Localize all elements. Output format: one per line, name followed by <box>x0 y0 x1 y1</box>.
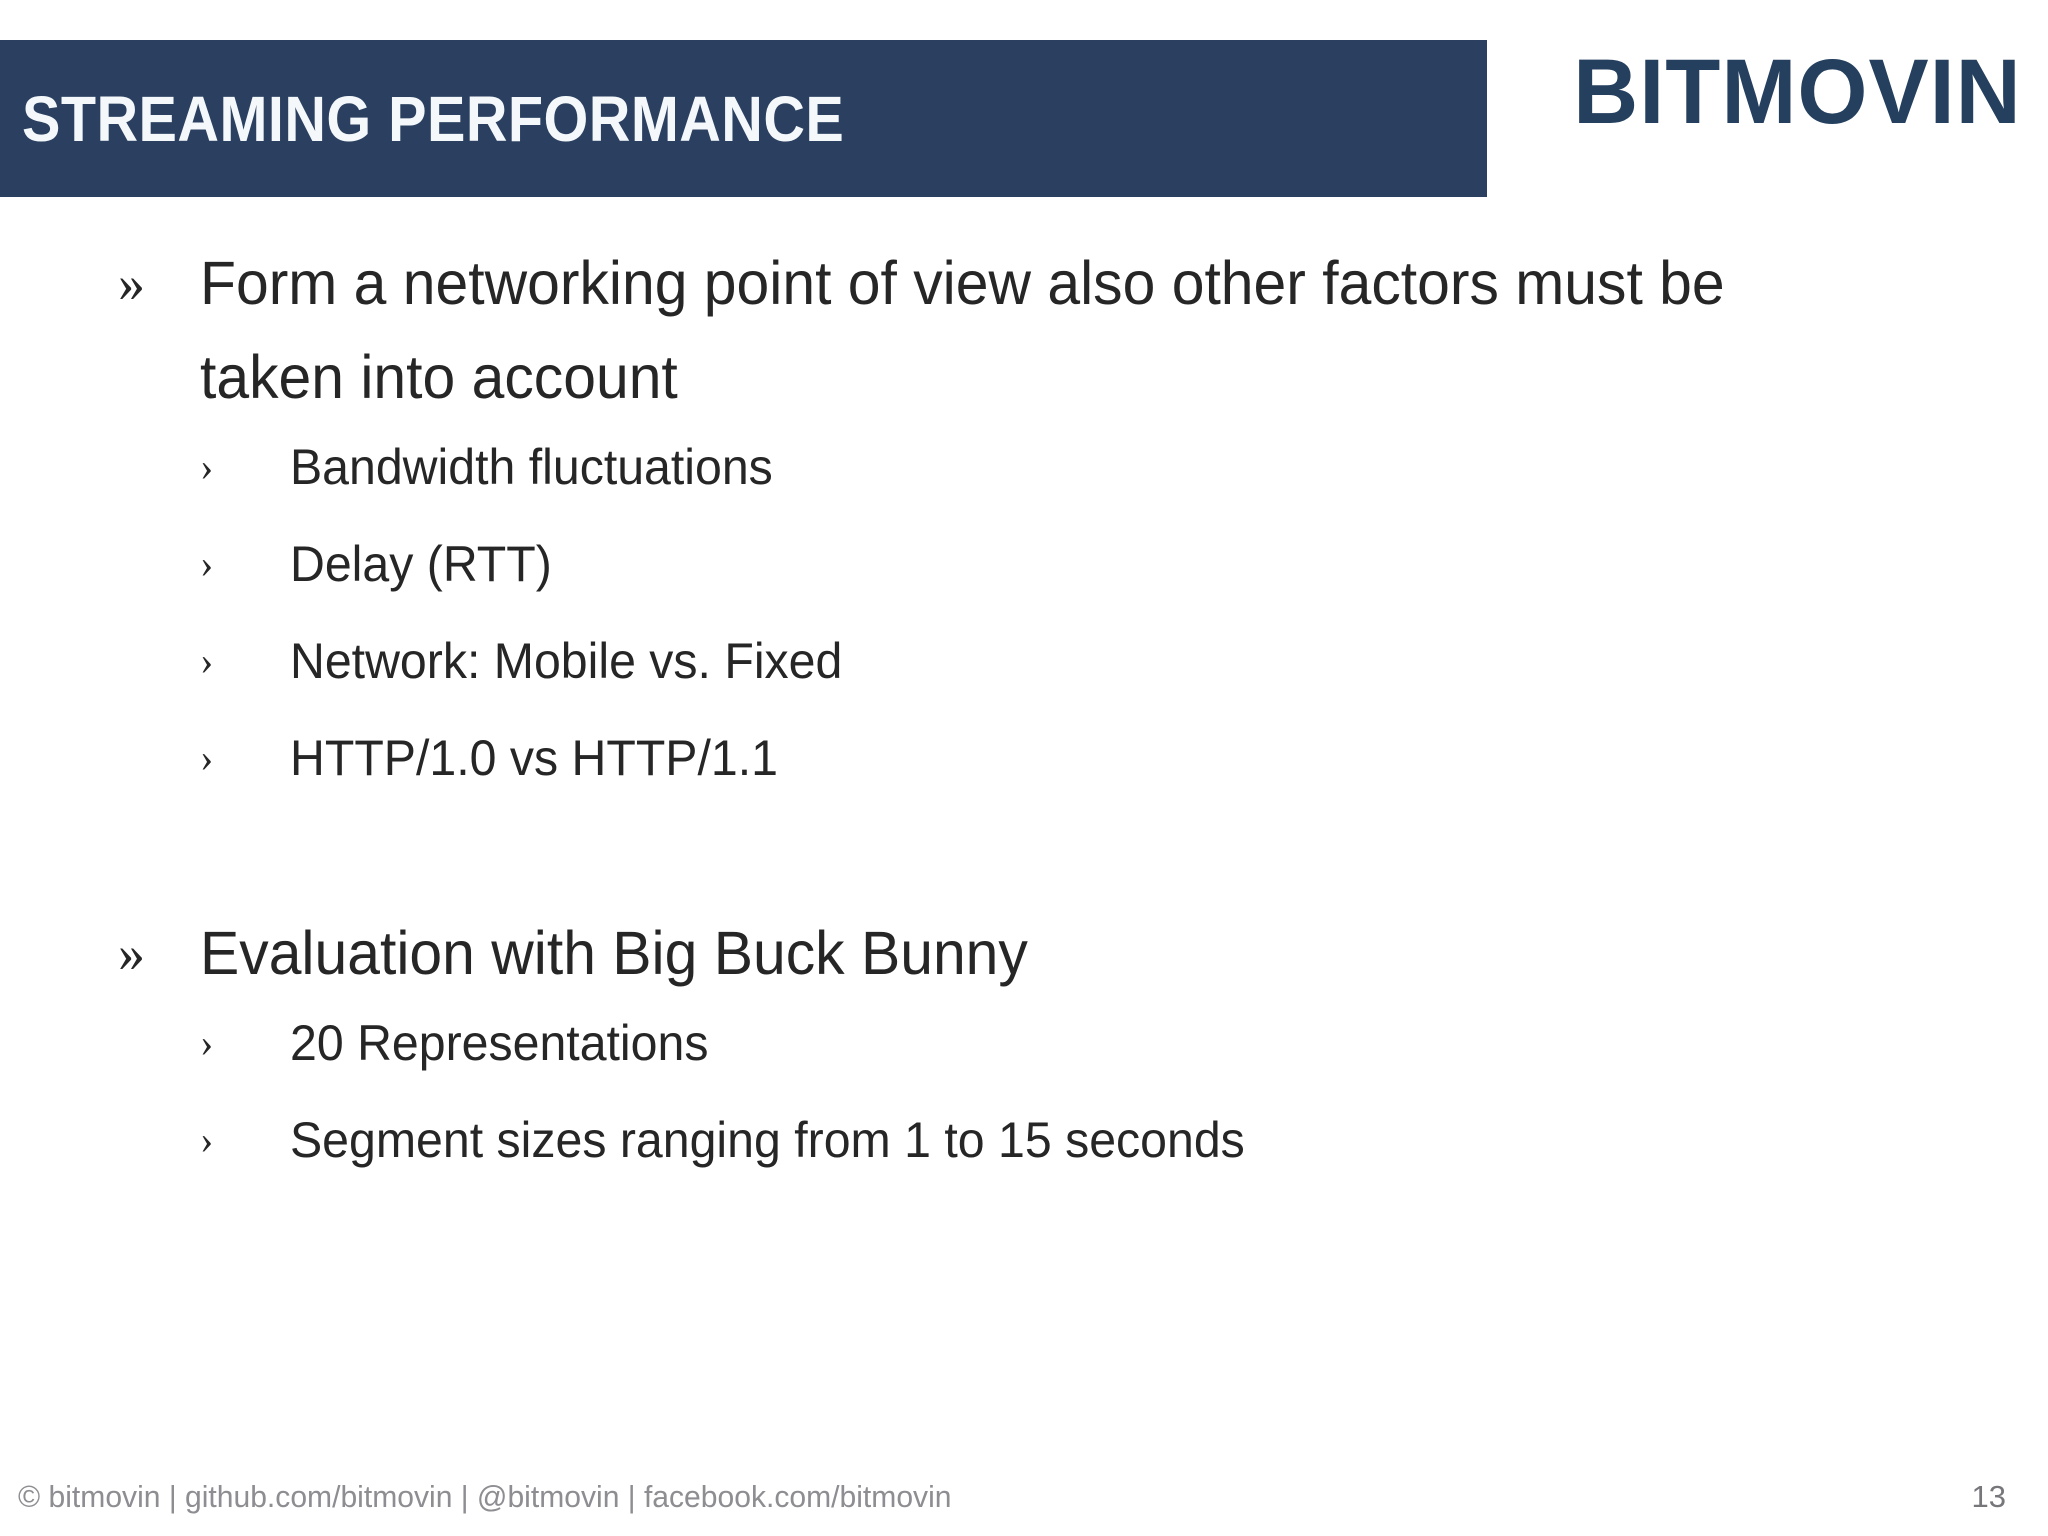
slide-footer: © bitmovin | github.com/bitmovin | @bitm… <box>0 1440 2048 1536</box>
guillemet-marker-icon: » <box>118 923 145 983</box>
bullet-level2-text: Bandwidth fluctuations <box>290 439 773 495</box>
chevron-right-icon: › <box>200 1020 214 1065</box>
footer-credits: © bitmovin | github.com/bitmovin | @bitm… <box>18 1479 952 1514</box>
chevron-right-icon: › <box>200 735 214 780</box>
bullet-level2: › Bandwidth fluctuations <box>118 430 2048 504</box>
bitmovin-logo: BITMOVIN <box>1573 41 2022 143</box>
chevron-right-icon: › <box>200 638 214 683</box>
bullet-level1-text: Evaluation with Big Buck Bunny <box>200 919 1028 987</box>
bullet-group-2: » Evaluation with Big Buck Bunny › 20 Re… <box>0 906 2048 1177</box>
sub-bullet-list-1: › Bandwidth fluctuations › Delay (RTT) ›… <box>118 430 2048 795</box>
bullet-level2-text: Segment sizes ranging from 1 to 15 secon… <box>290 1112 1245 1168</box>
guillemet-marker-icon: » <box>118 253 145 313</box>
bullet-level2-text: HTTP/1.0 vs HTTP/1.1 <box>290 730 778 786</box>
chevron-right-icon: › <box>200 1117 214 1162</box>
chevron-right-icon: › <box>200 444 214 489</box>
slide-header-bar: STREAMING PERFORMANCE <box>0 40 1487 197</box>
slide-title: STREAMING PERFORMANCE <box>22 82 845 155</box>
bullet-level1: » Evaluation with Big Buck Bunny <box>118 906 2048 1000</box>
slide-page-number: 13 <box>1971 1479 2006 1514</box>
sub-bullet-list-2: › 20 Representations › Segment sizes ran… <box>118 1006 2048 1177</box>
bullet-level2: › 20 Representations <box>118 1006 2048 1080</box>
bullet-level2-text: 20 Representations <box>290 1015 709 1071</box>
bullet-level2-text: Delay (RTT) <box>290 536 552 592</box>
bullet-group-1: » Form a networking point of view also o… <box>0 236 2048 795</box>
slide-content: » Form a networking point of view also o… <box>0 236 2048 1386</box>
chevron-right-icon: › <box>200 541 214 586</box>
bullet-level2: › Delay (RTT) <box>118 527 2048 601</box>
bullet-level2-text: Network: Mobile vs. Fixed <box>290 633 843 689</box>
bullet-level2: › HTTP/1.0 vs HTTP/1.1 <box>118 721 2048 795</box>
bullet-level1-text: Form a networking point of view also oth… <box>200 249 1725 411</box>
bullet-level2: › Segment sizes ranging from 1 to 15 sec… <box>118 1103 2048 1177</box>
group-spacer <box>0 818 2048 906</box>
bullet-level2: › Network: Mobile vs. Fixed <box>118 624 2048 698</box>
bullet-level1: » Form a networking point of view also o… <box>118 236 2048 424</box>
